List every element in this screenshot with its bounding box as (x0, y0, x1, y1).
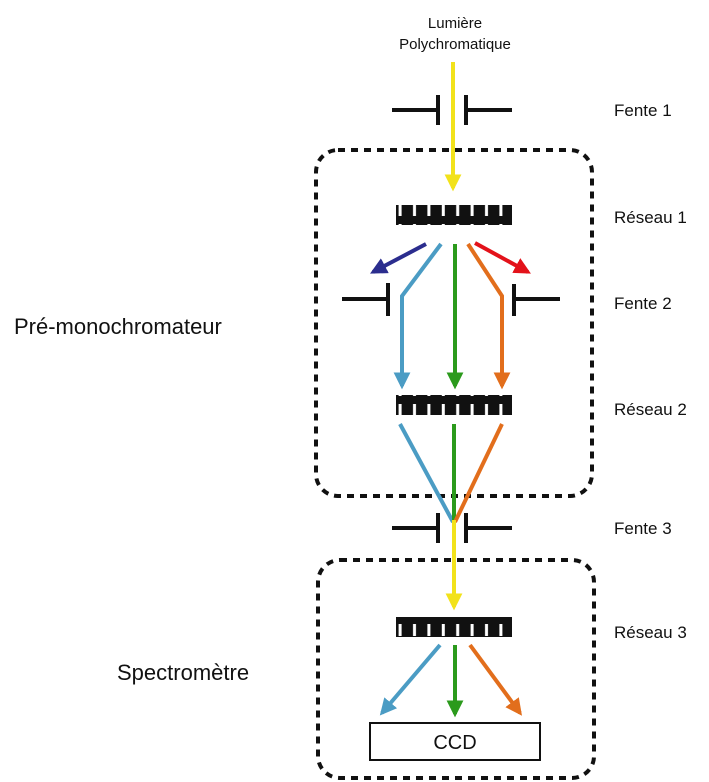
source-label-line1: Lumière (428, 15, 482, 32)
grating-2 (396, 395, 512, 415)
ray-blue-premono (393, 242, 443, 390)
source-label-line2: Polychromatique (399, 36, 511, 53)
label-fente-3: Fente 3 (614, 519, 672, 538)
label-fente-1: Fente 1 (614, 101, 672, 120)
label-reseau-2: Réseau 2 (614, 400, 687, 419)
slit-1 (392, 95, 512, 125)
slit-2-right-blade (512, 284, 560, 316)
ray-orange-spectro (468, 643, 522, 716)
ccd-label: CCD (433, 732, 476, 754)
ray-orange-recombine (453, 423, 504, 523)
slit-2-left-blade (342, 283, 390, 316)
ray-red (474, 241, 531, 274)
ray-violet (370, 242, 427, 274)
label-fente-2: Fente 2 (614, 294, 672, 313)
ray-blue-spectro (379, 643, 442, 716)
label-reseau-1: Réseau 1 (614, 208, 687, 227)
slit-3 (392, 513, 512, 543)
ccd-detector (369, 722, 541, 761)
grating-1 (396, 205, 512, 225)
ray-orange-premono (466, 242, 511, 390)
grating-3 (396, 617, 512, 637)
label-spectrometre: Spectromètre (117, 660, 249, 685)
label-reseau-3: Réseau 3 (614, 623, 687, 642)
ray-blue-recombine (398, 423, 455, 523)
label-premonochromateur: Pré-monochromateur (14, 314, 222, 339)
spectrometer-box (316, 558, 596, 780)
